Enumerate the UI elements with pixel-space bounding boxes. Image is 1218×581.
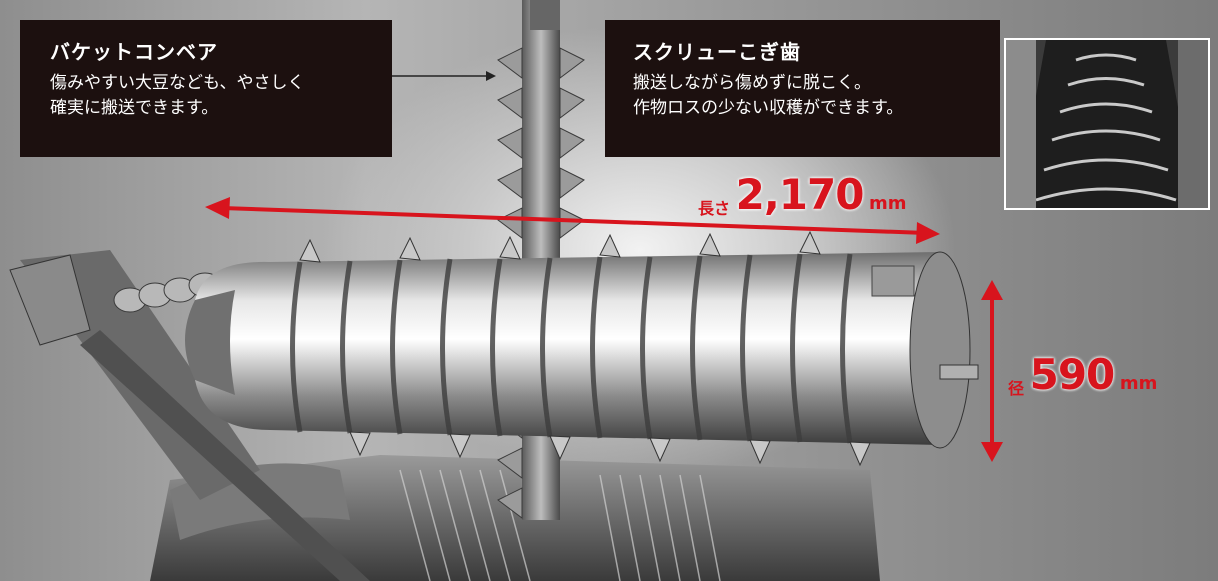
screw-teeth-callout: スクリューこぎ歯 搬送しながら傷めずに脱こく。 作物ロスの少ない収穫ができます。 (605, 20, 1000, 157)
diameter-unit: mm (1119, 373, 1158, 394)
diameter-value: 590 (1029, 350, 1116, 399)
bucket-conveyor-callout: バケットコンベア 傷みやすい大豆なども、やさしく 確実に搬送できます。 (20, 20, 392, 157)
bucket-conveyor-desc-line1: 傷みやすい大豆なども、やさしく (50, 73, 305, 93)
diameter-prefix: 径 (1008, 379, 1025, 398)
screw-teeth-title: スクリューこぎ歯 (633, 40, 801, 64)
sieve-grate (150, 455, 880, 581)
threshing-cylinder (185, 230, 979, 467)
length-dimension: 長さ 2,170 mm (698, 170, 907, 219)
bucket-conveyor-desc-line2: 確実に搬送できます。 (50, 98, 219, 118)
screw-teeth-desc-line2: 作物ロスの少ない収穫ができます。 (633, 98, 904, 118)
diameter-arrow (981, 280, 1003, 462)
length-arrow (205, 197, 940, 244)
bucket-conveyor-title: バケットコンベア (50, 40, 218, 64)
screw-teeth-desc-line1: 搬送しながら傷めずに脱こく。 (633, 73, 871, 93)
screw-closeup-photo (1004, 38, 1210, 210)
length-unit: mm (869, 193, 907, 214)
screw-closeup-image (1006, 40, 1208, 208)
diameter-dimension: 径 590 mm (1008, 350, 1157, 399)
callout-leader-line (392, 71, 496, 81)
length-prefix: 長さ (698, 199, 731, 218)
length-value: 2,170 (735, 170, 865, 219)
